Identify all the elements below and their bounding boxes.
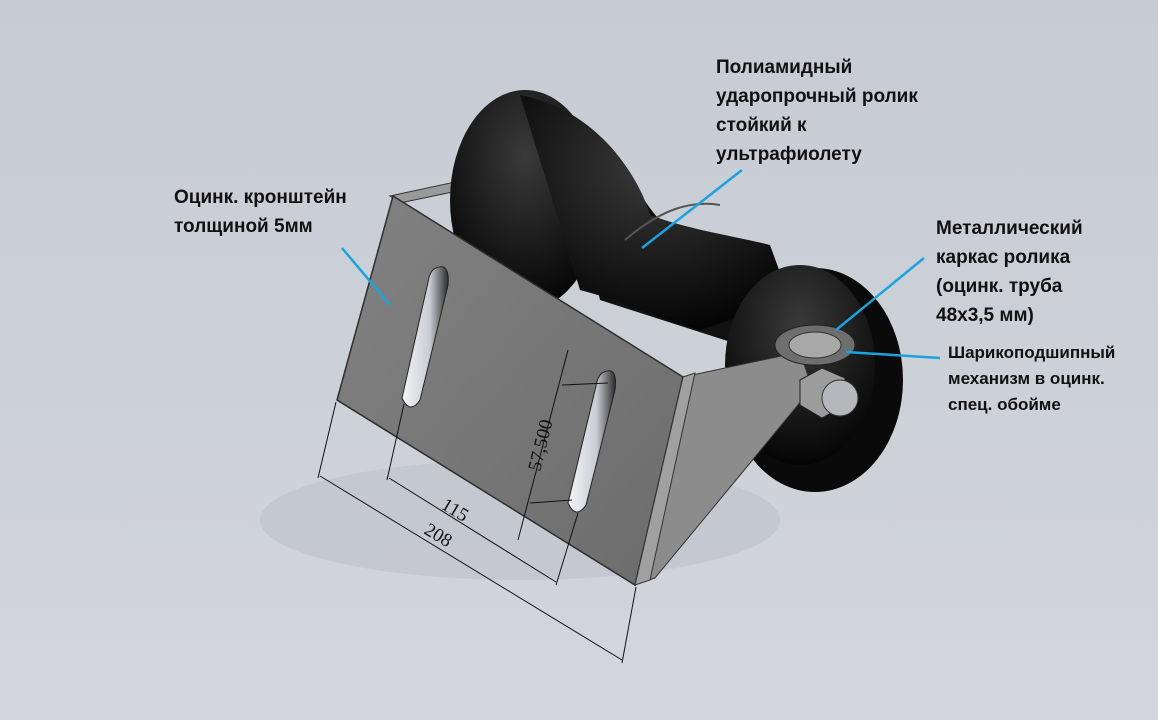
dimension-lines [317,349,637,664]
hub [774,324,856,366]
cap-nut [799,367,859,419]
slot-right [567,370,616,513]
slot-left [401,266,449,408]
leader-lines [341,169,941,360]
bracket-bend [634,372,696,586]
